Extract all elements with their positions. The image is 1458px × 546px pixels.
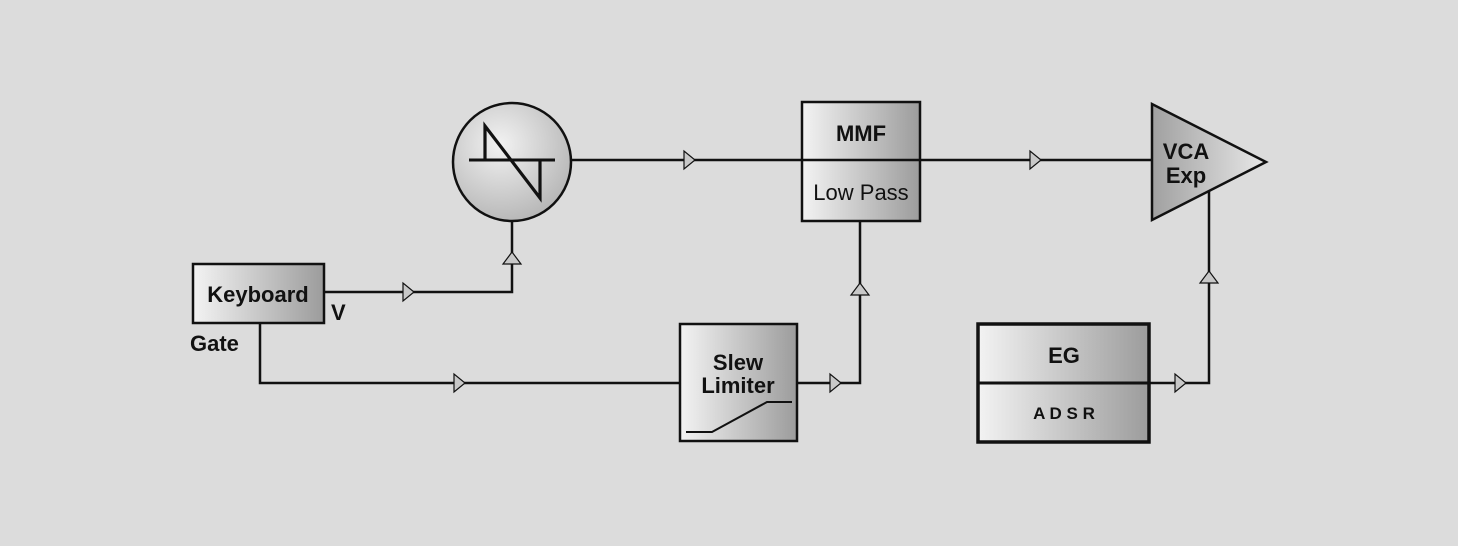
envelope-generator-module: EG A D S R: [976, 322, 1151, 444]
keyboard-gate-label: Gate: [190, 331, 239, 356]
wire-slew-to-filter: [797, 221, 862, 385]
arrow-right-icon: [683, 149, 696, 171]
vca-module: VCA Exp: [1150, 101, 1269, 223]
arrow-right-icon: [829, 372, 842, 394]
arrow-up-icon: [1198, 270, 1220, 284]
vca-label-line1: VCA: [1163, 139, 1210, 164]
keyboard-v-label: V: [331, 300, 346, 325]
arrow-up-icon: [849, 282, 871, 296]
eg-title: EG: [1048, 343, 1080, 368]
arrow-up-icon: [501, 251, 523, 265]
filter-module: MMF Low Pass: [800, 100, 922, 223]
arrow-right-icon: [1174, 372, 1187, 394]
keyboard-label: Keyboard: [207, 282, 308, 307]
wire-keyboard-to-oscillator: [324, 222, 514, 294]
arrow-right-icon: [453, 372, 466, 394]
filter-title: MMF: [836, 121, 886, 146]
arrow-right-icon: [402, 281, 415, 303]
oscillator-module: [451, 101, 573, 223]
slew-label-line1: Slew: [713, 350, 764, 375]
sawtooth-icon: [469, 121, 555, 203]
slew-limiter-module: Slew Limiter: [678, 322, 799, 443]
eg-params-label: A D S R: [1033, 404, 1095, 423]
wire-gate-to-slew: [258, 323, 680, 385]
keyboard-module: Keyboard V Gate: [190, 262, 346, 356]
vca-label-line2: Exp: [1166, 163, 1206, 188]
arrow-right-icon: [1029, 149, 1042, 171]
slew-ramp-icon: [686, 401, 792, 433]
filter-mode-label: Low Pass: [813, 180, 908, 205]
wire-eg-to-vca: [1149, 190, 1211, 385]
arrowheads: [402, 149, 1220, 394]
slew-label-line2: Limiter: [701, 373, 775, 398]
